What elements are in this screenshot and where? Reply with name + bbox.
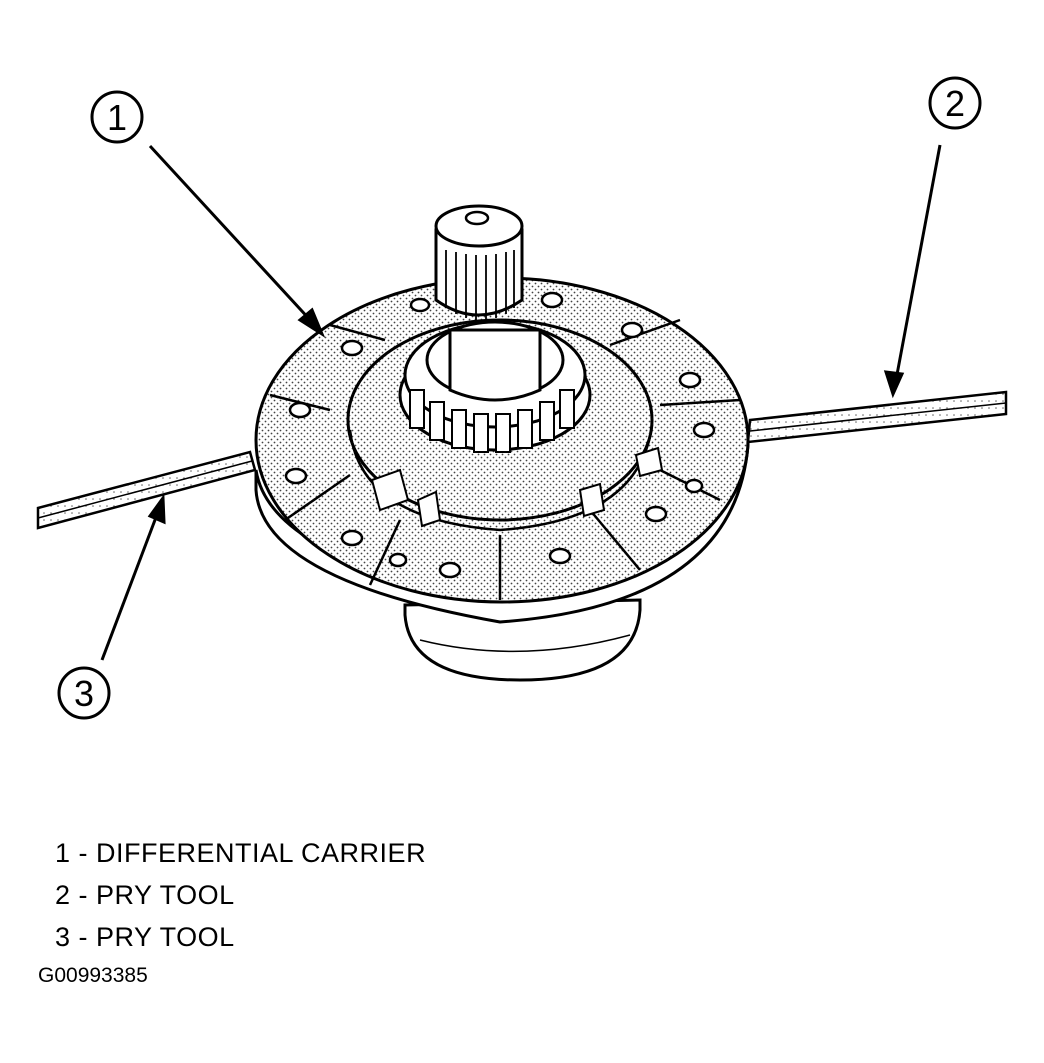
- pry-tool-right: [746, 390, 1008, 444]
- callout-2: 2: [928, 76, 982, 130]
- carrier-lower-hub: [403, 598, 642, 682]
- callout-2-number: 2: [945, 83, 965, 124]
- legend-label: PRY TOOL: [96, 880, 235, 910]
- legend-item-2: 2 - PRY TOOL: [55, 880, 235, 910]
- legend-number: 1: [55, 838, 71, 868]
- bolt-holes: [284, 291, 716, 579]
- pry-tool-left: [36, 450, 257, 530]
- legend-number: 2: [55, 880, 71, 910]
- callout-1-number: 1: [107, 97, 127, 138]
- legend-item-1: 1 - DIFFERENTIAL CARRIER: [55, 838, 427, 868]
- figure-id: G00993385: [38, 964, 148, 987]
- legend-item-3: 3 - PRY TOOL: [55, 922, 235, 952]
- leader-lines: [100, 144, 942, 661]
- callout-3-number: 3: [74, 673, 94, 714]
- callout-1: 1: [90, 90, 144, 144]
- legend-label: DIFFERENTIAL CARRIER: [96, 838, 427, 868]
- splined-shaft: [434, 204, 542, 402]
- legend-label: PRY TOOL: [96, 922, 235, 952]
- legend: 1 - DIFFERENTIAL CARRIER 2 - PRY TOOL 3 …: [55, 832, 426, 958]
- legend-number: 3: [55, 922, 71, 952]
- callout-3: 3: [57, 666, 111, 720]
- differential-carrier-illustration: 1 2 3: [36, 76, 1008, 720]
